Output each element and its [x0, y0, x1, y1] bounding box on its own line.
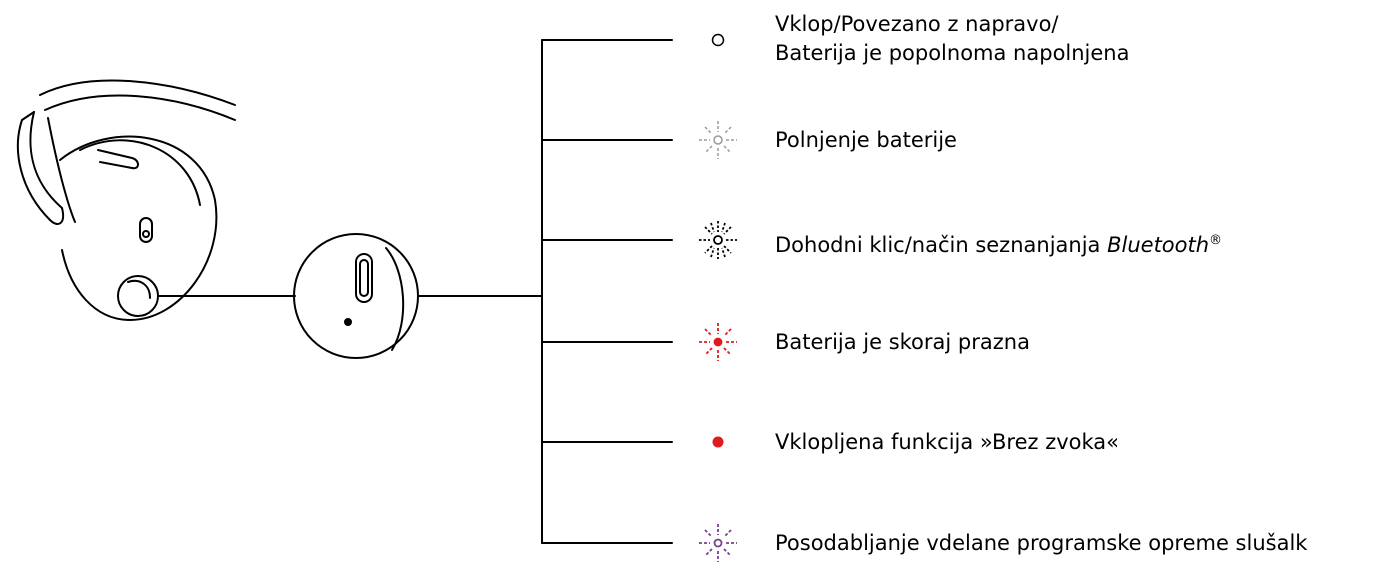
- legend-label-incoming-call-pairing: Dohodni klic/način seznanjanja Bluetooth…: [775, 226, 1222, 260]
- led-blinking-red-icon: [699, 323, 737, 361]
- legend-label-firmware-update: Posodabljanje vdelane programske opreme …: [775, 529, 1307, 558]
- led-blinking-purple-icon: [699, 524, 737, 562]
- legend-label-line: Posodabljanje vdelane programske opreme …: [775, 531, 1308, 555]
- legend-label-line: Dohodni klic/način seznanjanja: [775, 233, 1108, 257]
- led-solid-red-icon: [712, 436, 724, 448]
- legend-label-line: Polnjenje baterije: [775, 128, 957, 152]
- registered-mark: ®: [1209, 233, 1223, 248]
- legend-label-line: Vklopljena funkcija »Brez zvoka«: [775, 430, 1120, 454]
- led-blinking-white-icon: [699, 221, 737, 259]
- led-pulsing-white-icon: [699, 121, 737, 159]
- legend-label-line: Baterija je skoraj prazna: [775, 330, 1030, 354]
- legend-label-battery-low: Baterija je skoraj prazna: [775, 328, 1030, 357]
- legend-label-line: Vklop/Povezano z napravo/: [775, 12, 1059, 36]
- legend-label-power-connected: Vklop/Povezano z napravo/ Baterija je po…: [775, 10, 1130, 68]
- headset-illustration: [16, 39, 673, 544]
- led-solid-white-icon: [711, 33, 725, 47]
- legend-label-line: Baterija je popolnoma napolnjena: [775, 41, 1130, 65]
- legend-label-mute-on: Vklopljena funkcija »Brez zvoka«: [775, 428, 1119, 457]
- legend-label-charging: Polnjenje baterije: [775, 126, 957, 155]
- bluetooth-text: Bluetooth: [1107, 233, 1210, 257]
